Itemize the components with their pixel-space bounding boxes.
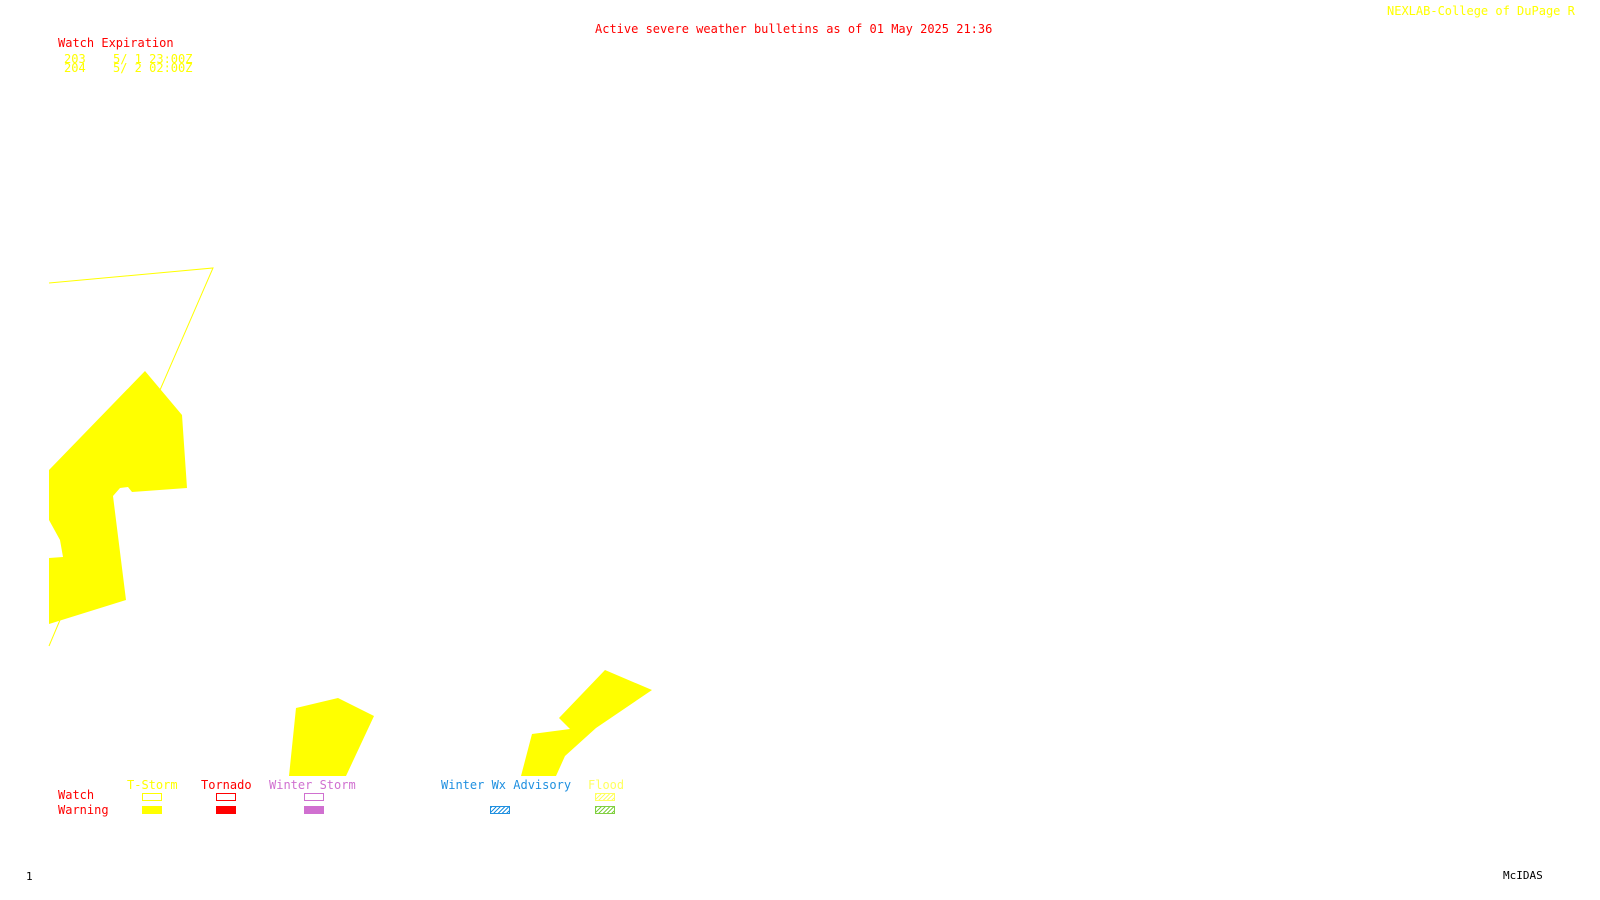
legend-label-winter-storm: Winter Storm	[269, 778, 356, 792]
watch-expiration-time: 5/ 2 02:00Z	[113, 61, 193, 75]
legend-label-flood: Flood	[588, 778, 625, 792]
legend-swatch-tstorm-watch	[142, 793, 162, 801]
legend-swatch-tstorm-warning	[142, 806, 162, 814]
tstorm-watch-outline-204-segment	[48, 619, 61, 647]
legend-label-tstorm: T-Storm	[127, 778, 178, 792]
legend-swatch-tornado-watch	[216, 793, 236, 801]
watch-number: 203	[64, 52, 86, 66]
watch-expiration-heading: Watch Expiration	[58, 36, 174, 50]
legend-swatch-winter-wx-advisory-warning	[490, 806, 510, 814]
legend-swatch-winter-storm-watch	[304, 793, 324, 801]
tstorm-warning-polygon-south-center	[289, 698, 374, 776]
source-credit: NEXLAB-College of DuPage R	[1387, 4, 1575, 18]
watch-number: 204	[64, 61, 86, 75]
legend-swatch-winter-storm-warning	[304, 806, 324, 814]
bulletin-title: Active severe weather bulletins as of 01…	[595, 22, 993, 36]
tstorm-watch-outline-203	[48, 267, 214, 391]
legend-swatch-tornado-warning	[216, 806, 236, 814]
legend-row-label-warning: Warning	[58, 803, 109, 817]
watch-expiration-time: 5/ 1 23:00Z	[113, 52, 193, 66]
legend-swatch-flood-watch	[595, 793, 615, 801]
tstorm-warning-polygon-west	[49, 371, 187, 624]
tstorm-warning-polygon-south-east	[521, 670, 652, 776]
software-label: McIDAS	[1503, 869, 1543, 882]
legend-swatch-flood-warning	[595, 806, 615, 814]
legend-label-winter-wx-advisory: Winter Wx Advisory	[441, 778, 572, 792]
legend-label-tornado: Tornado	[201, 778, 252, 792]
legend-row-label-watch: Watch	[58, 788, 95, 802]
frame-number: 1	[26, 870, 33, 883]
